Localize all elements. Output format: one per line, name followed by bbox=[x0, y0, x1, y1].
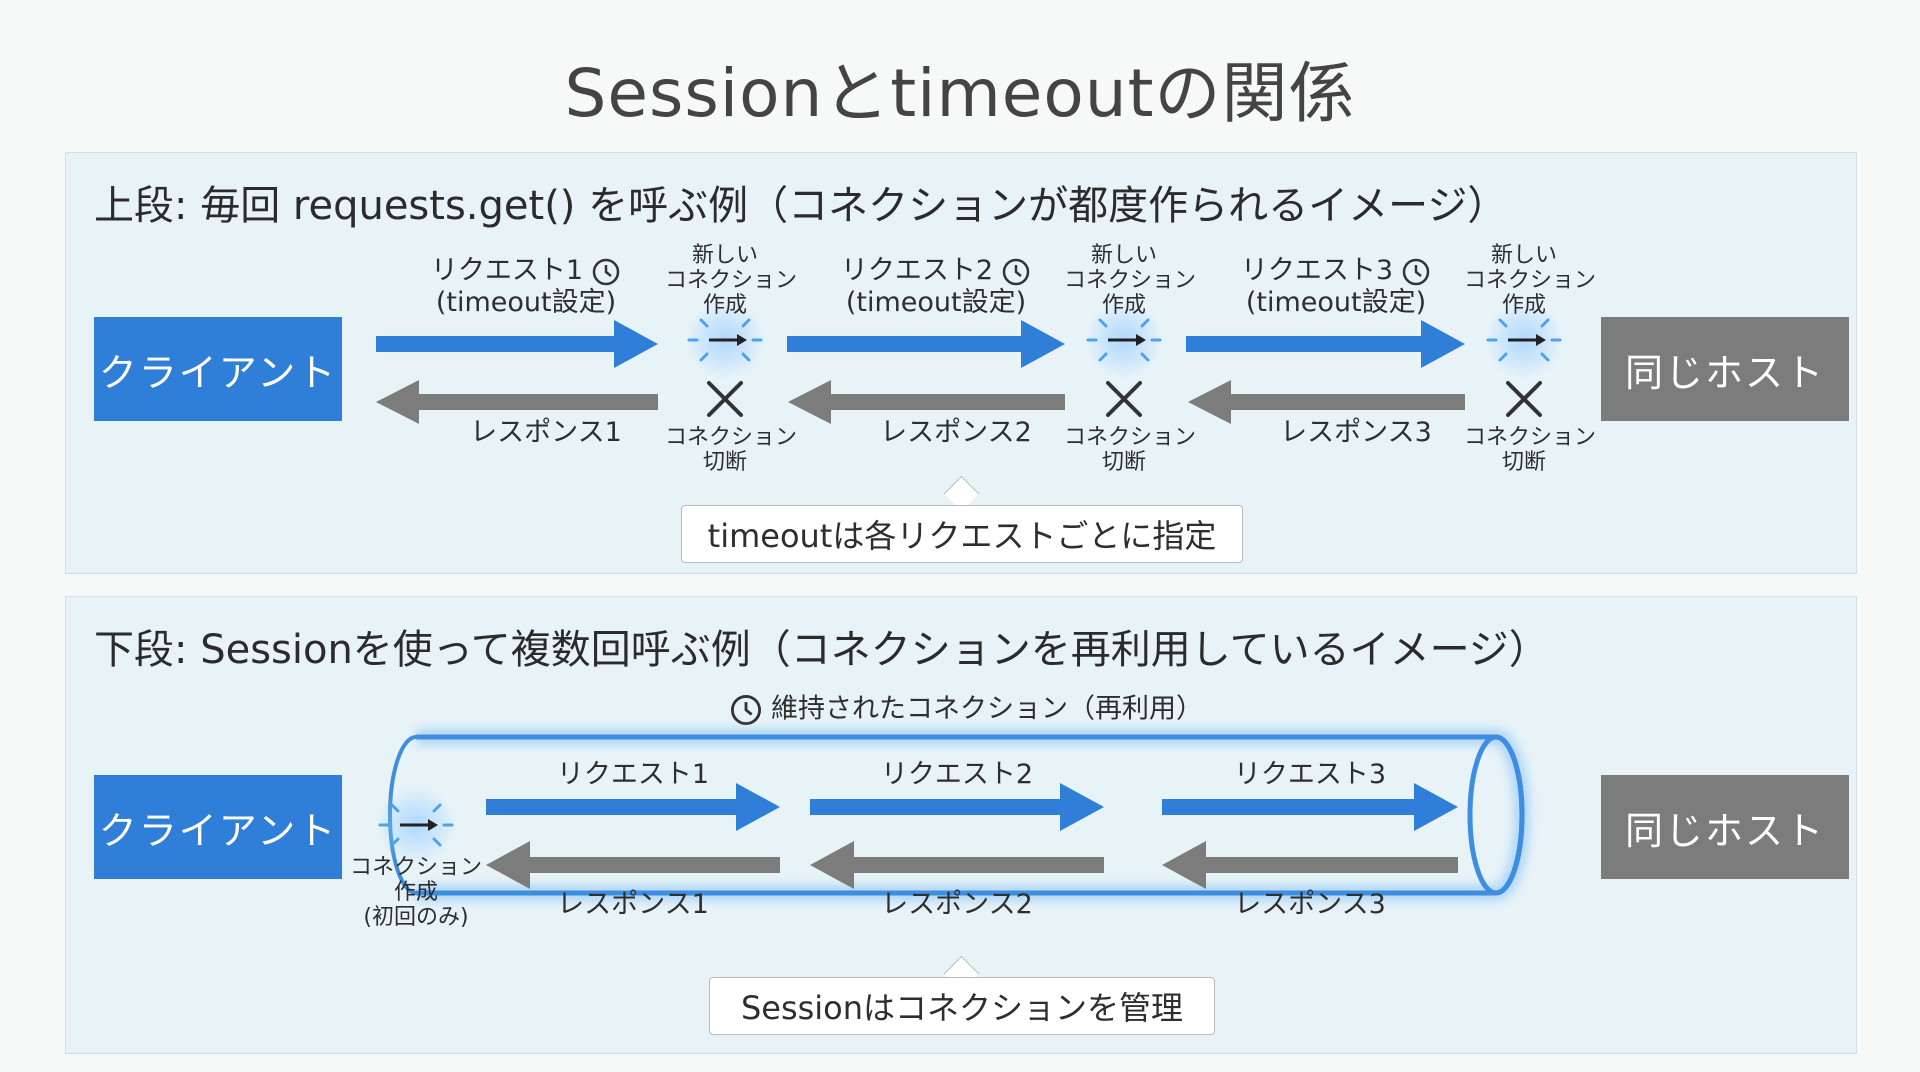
bottom-response-label-2: レスポンス2 bbox=[881, 889, 1033, 920]
top-new-connection-spark-1 bbox=[685, 300, 765, 380]
top-request-label-3: リクエスト3 (timeout設定) bbox=[1226, 255, 1446, 319]
top-response-label-3: レスポンス3 bbox=[1280, 417, 1432, 448]
top-response-label-2: レスポンス2 bbox=[880, 417, 1032, 448]
bottom-panel-heading: 下段: Sessionを使って複数回呼ぶ例（コネクションを再利用しているイメージ… bbox=[94, 627, 1549, 673]
top-close-connection-label-1: コネクション切断 bbox=[665, 425, 798, 475]
bottom-pipe-label: 維持されたコネクション（再利用） bbox=[696, 693, 1236, 727]
bottom-client-box: クライアント bbox=[94, 775, 342, 879]
top-request-arrow-1 bbox=[376, 320, 658, 368]
top-arrows-layer bbox=[376, 300, 1564, 424]
connection-pipe bbox=[388, 729, 1530, 901]
top-host-box: 同じホスト bbox=[1601, 317, 1849, 421]
top-request-arrow-2 bbox=[787, 320, 1065, 368]
bottom-request-label-1: リクエスト1 bbox=[556, 759, 710, 790]
bottom-response-label-3: レスポンス3 bbox=[1234, 889, 1386, 920]
top-request-label-2: リクエスト2 (timeout設定) bbox=[826, 255, 1046, 319]
top-new-connection-label-1: 新しいコネクション作成 bbox=[665, 243, 798, 318]
bottom-response-arrow-3 bbox=[1162, 841, 1458, 889]
top-new-connection-spark-2 bbox=[1084, 300, 1164, 380]
top-request-label-1: リクエスト1 (timeout設定) bbox=[416, 255, 636, 319]
bottom-arrows-layer bbox=[376, 729, 1530, 901]
top-close-connection-label-2: コネクション切断 bbox=[1064, 425, 1197, 475]
top-response-arrow-3 bbox=[1188, 380, 1465, 424]
bottom-request-arrow-2 bbox=[810, 783, 1104, 831]
clock-icon bbox=[1002, 258, 1030, 285]
bottom-request-label-2: リクエスト2 bbox=[880, 759, 1034, 790]
bottom-response-arrow-2 bbox=[810, 841, 1104, 889]
top-panel: 上段: 毎回 requests.get() を呼ぶ例（コネクションが都度作られる… bbox=[65, 152, 1857, 574]
top-close-x-icon-2 bbox=[1106, 381, 1142, 417]
page-title: Sessionとtimeoutの関係 bbox=[564, 55, 1356, 132]
bottom-response-label-1: レスポンス1 bbox=[557, 889, 709, 920]
bottom-panel: 下段: Sessionを使って複数回呼ぶ例（コネクションを再利用しているイメージ… bbox=[65, 596, 1857, 1054]
bottom-callout: Sessionはコネクションを管理 bbox=[709, 977, 1215, 1035]
top-new-connection-label-2: 新しいコネクション作成 bbox=[1064, 243, 1197, 318]
top-new-connection-spark-3 bbox=[1484, 300, 1564, 380]
bottom-connection-spark bbox=[376, 785, 456, 865]
bottom-request-arrow-1 bbox=[486, 783, 780, 831]
top-close-connection-label-3: コネクション切断 bbox=[1464, 425, 1597, 475]
top-callout: timeoutは各リクエストごとに指定 bbox=[681, 505, 1243, 563]
top-response-label-1: レスポンス1 bbox=[470, 417, 622, 448]
top-new-connection-label-3: 新しいコネクション作成 bbox=[1464, 243, 1597, 318]
top-request-arrow-3 bbox=[1186, 320, 1465, 368]
bottom-response-arrow-1 bbox=[486, 841, 780, 889]
top-response-arrow-1 bbox=[376, 380, 658, 424]
top-client-box: クライアント bbox=[94, 317, 342, 421]
top-close-x-icon-3 bbox=[1506, 381, 1542, 417]
top-panel-heading: 上段: 毎回 requests.get() を呼ぶ例（コネクションが都度作られる… bbox=[94, 183, 1508, 229]
bottom-host-box: 同じホスト bbox=[1601, 775, 1849, 879]
clock-icon bbox=[592, 258, 620, 285]
clock-icon bbox=[730, 694, 762, 726]
top-response-arrow-2 bbox=[788, 380, 1065, 424]
bottom-request-label-3: リクエスト3 bbox=[1233, 759, 1387, 790]
bottom-connection-create-label: コネクション作成(初回のみ) bbox=[349, 855, 482, 930]
clock-icon bbox=[1402, 258, 1430, 285]
bottom-request-arrow-3 bbox=[1162, 783, 1458, 831]
top-close-x-icon-1 bbox=[707, 381, 743, 417]
